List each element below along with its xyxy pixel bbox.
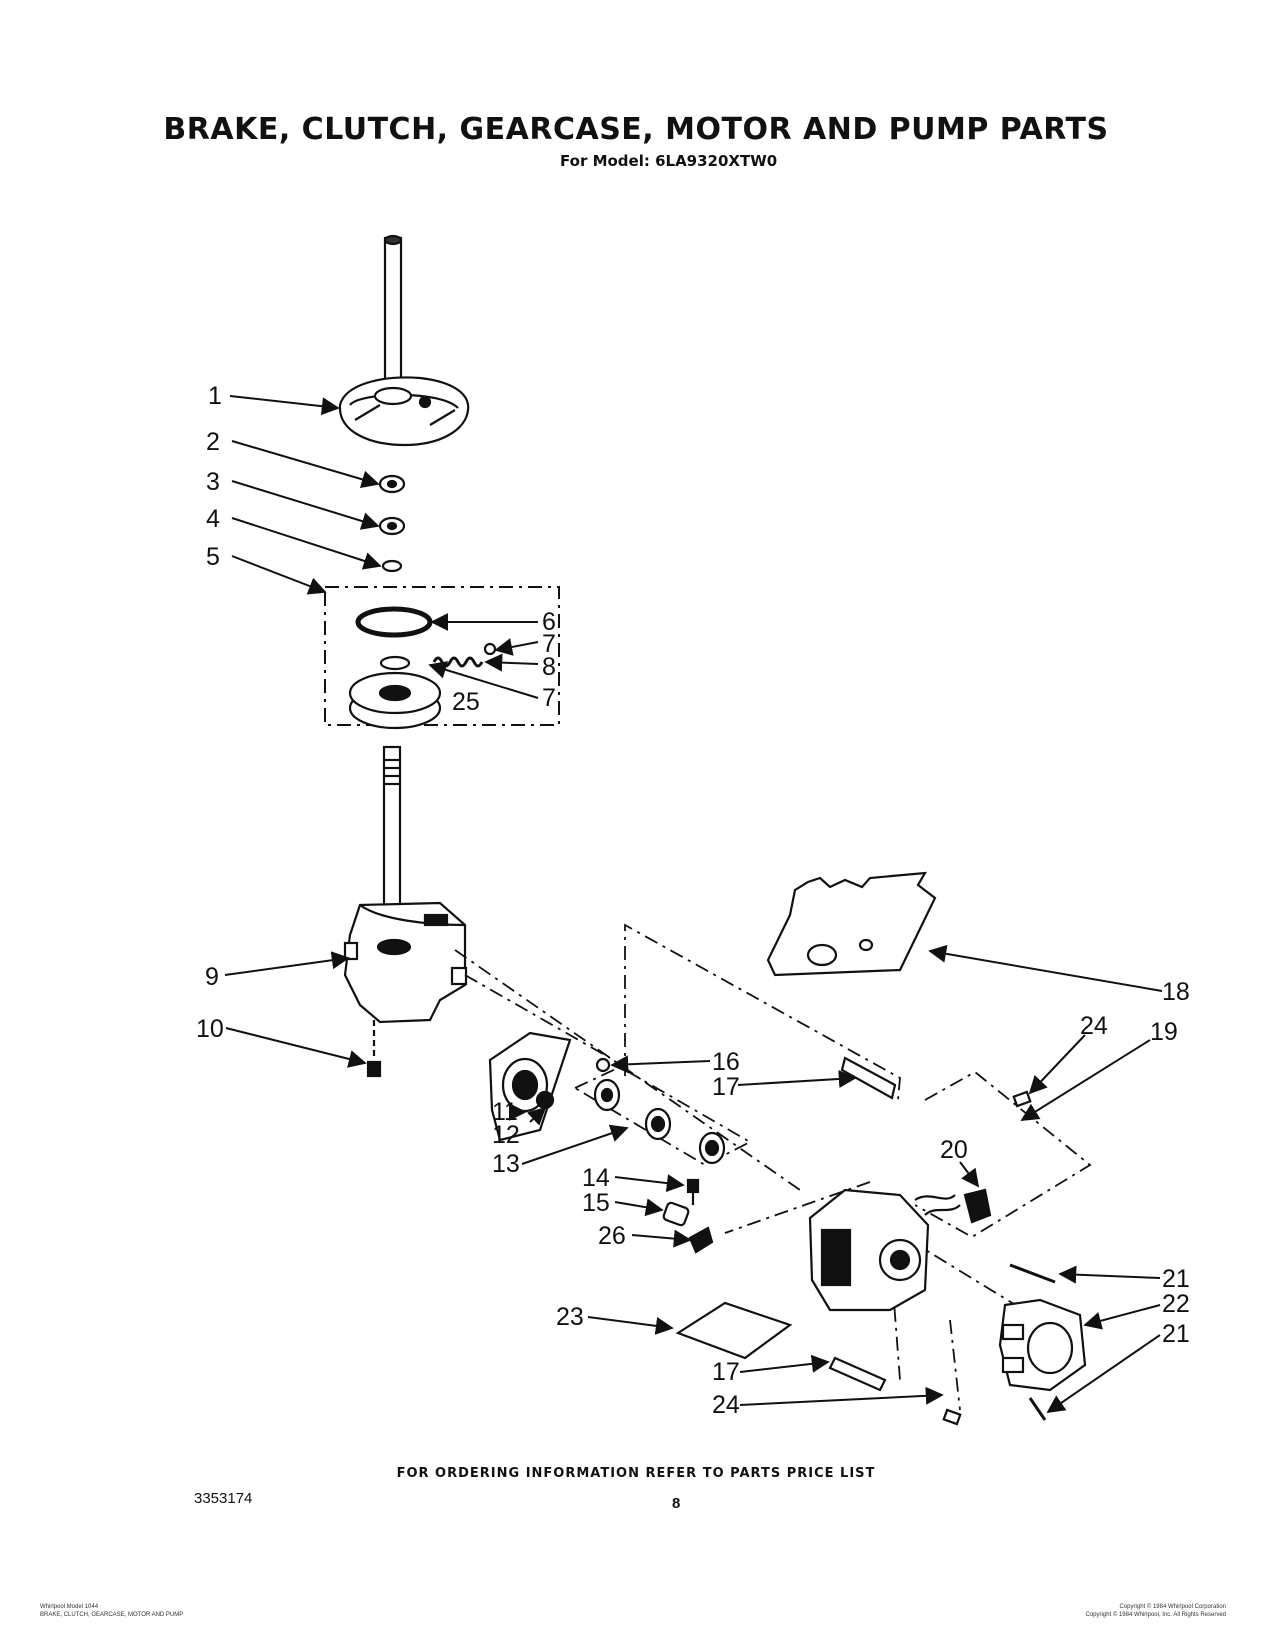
callout-17-upper: 17 [712, 1073, 740, 1101]
part-12-seal [535, 1090, 555, 1110]
callout-18: 18 [1162, 978, 1190, 1006]
fine-print-left-line1: Whirlpool Model 1044 [40, 1604, 99, 1610]
part-24-bolt-lower [942, 1408, 962, 1426]
clutch-assembly-box [324, 586, 560, 726]
callout-6: 6 [542, 608, 556, 636]
fine-print-left-line2: BRAKE, CLUTCH, GEARCASE, MOTOR AND PUMP [40, 1612, 184, 1618]
callout-15: 15 [582, 1189, 610, 1217]
part-16-washer [595, 1057, 611, 1073]
callout-4: 4 [206, 505, 220, 533]
page-title: BRAKE, CLUTCH, GEARCASE, MOTOR AND PUMP … [163, 112, 1109, 147]
callout-7-lower: 7 [542, 684, 556, 712]
part-24-bolt-upper [1012, 1090, 1032, 1108]
fine-print-right-line1: Copyright © 1984 Whirlpool Corporation [1119, 1604, 1226, 1610]
part-20-switch [963, 1188, 992, 1224]
callout-12: 12 [492, 1121, 520, 1149]
ordering-note: FOR ORDERING INFORMATION REFER TO PARTS … [396, 1466, 876, 1481]
document-number: 3353174 [194, 1490, 253, 1507]
fine-print-left: Whirlpool Model 1044 BRAKE, CLUTCH, GEAR… [40, 1603, 183, 1619]
callout-25: 25 [452, 688, 480, 716]
part-17-upper-bracket [840, 1056, 897, 1100]
callout-5: 5 [206, 543, 220, 571]
part-7-8-springs [432, 642, 497, 668]
callout-21-lower: 21 [1162, 1320, 1190, 1348]
agitator-shaft-lower [382, 745, 402, 939]
parts-14-15-26-hardware [662, 1178, 714, 1254]
callout-16: 16 [712, 1048, 740, 1076]
callout-1: 1 [208, 382, 222, 410]
parts-drawing [324, 234, 1092, 1426]
callout-24-lower: 24 [712, 1391, 740, 1419]
callout-21-upper: 21 [1162, 1265, 1190, 1293]
callout-8: 8 [542, 653, 556, 681]
callout-23: 23 [556, 1303, 584, 1331]
callout-9: 9 [205, 963, 219, 991]
agitator-shaft-top [383, 234, 403, 388]
callout-22: 22 [1162, 1290, 1190, 1318]
callout-17-lower: 17 [712, 1358, 740, 1386]
part-25-clutch-pulley [348, 655, 442, 730]
fine-print-right-line2: Copyright © 1984 Whirlpool, Inc. All Rig… [1085, 1612, 1226, 1618]
part-21-clip-upper [1009, 1263, 1056, 1284]
callout-2: 2 [206, 428, 220, 456]
callout-26: 26 [598, 1222, 626, 1250]
part-1-brake-housing [338, 376, 470, 447]
washers-2-3-4 [378, 474, 406, 573]
callout-7-upper: 7 [542, 630, 556, 658]
part-10-bolt [366, 1020, 382, 1078]
part-17-lower-strap [828, 1356, 887, 1392]
callout-10: 10 [196, 1015, 224, 1043]
part-21-clip-lower [1028, 1397, 1047, 1421]
page-number: 8 [672, 1495, 681, 1512]
leader-lines [224, 395, 1163, 1414]
callout-14: 14 [582, 1164, 610, 1192]
part-19-motor-outline-left [724, 1181, 871, 1234]
part-9-gearcase [343, 901, 468, 1024]
callout-11: 11 [492, 1098, 518, 1126]
callout-24-upper: 24 [1080, 1012, 1108, 1040]
part-18-cover [766, 871, 937, 977]
fine-print-right: Copyright © 1984 Whirlpool Corporation C… [1086, 1603, 1226, 1619]
part-19-motor-outline [914, 1070, 1092, 1239]
part-22-motor-mount [998, 1298, 1087, 1392]
callout-3: 3 [206, 468, 220, 496]
part-13-pump-kit [573, 1065, 752, 1167]
part-23-gasket [675, 1301, 793, 1360]
callout-labels: 1 2 3 4 5 6 7 8 7 25 9 10 11 12 13 14 15… [196, 382, 1190, 1419]
callout-19: 19 [1150, 1018, 1178, 1046]
motor [808, 1188, 961, 1312]
callout-20: 20 [940, 1136, 968, 1164]
part-6-clutch-band [355, 606, 433, 638]
model-line: For Model: 6LA9320XTW0 [560, 152, 778, 170]
callout-13: 13 [492, 1150, 520, 1178]
